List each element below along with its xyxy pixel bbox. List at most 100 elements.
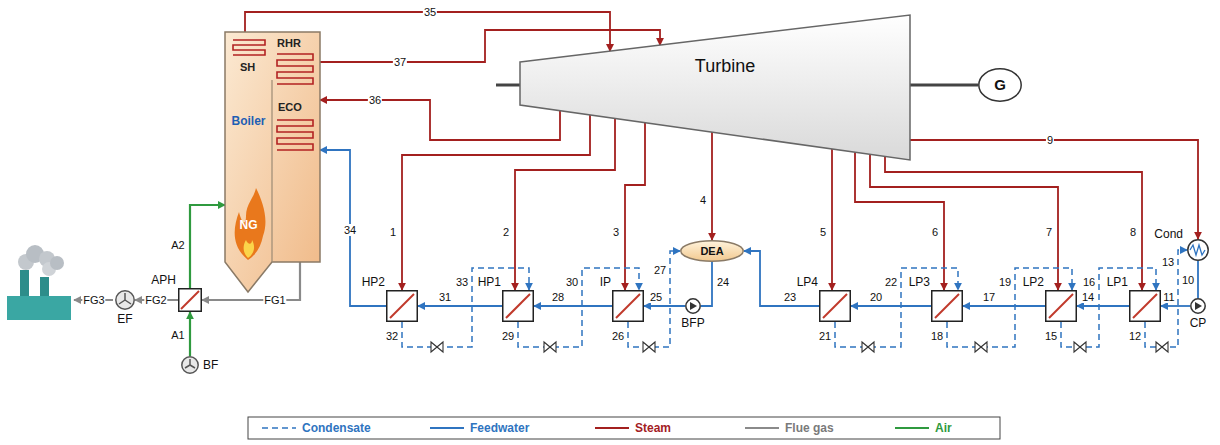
boiler-label: ECO <box>278 100 302 114</box>
stream-number: 37 <box>393 56 407 68</box>
heater-box: HP2 <box>386 290 418 322</box>
heater-box-shape <box>1045 290 1077 322</box>
valve-symbol <box>643 342 655 352</box>
boiler-label: SH <box>240 60 255 74</box>
legend-sample <box>262 427 296 429</box>
legend-box <box>248 417 1000 439</box>
condenser: Cond <box>1187 239 1209 261</box>
heater-box-label: IP <box>587 275 611 289</box>
air-preheater-label: APH <box>146 273 176 287</box>
stream-number: 24 <box>716 276 730 288</box>
condenser-detail <box>1190 245 1205 255</box>
pump-detail <box>690 302 697 310</box>
stream-number: 21 <box>818 330 832 342</box>
turbine-shape <box>520 15 910 160</box>
valve-symbol <box>975 342 987 352</box>
heater-box-label: LP4 <box>794 275 818 289</box>
turbine-outline <box>520 15 910 160</box>
boiler-label: Boiler <box>225 114 272 128</box>
heater-box-shape <box>502 290 534 322</box>
pump-shape <box>685 298 701 314</box>
air-preheater-shape <box>178 288 202 312</box>
boiler-detail <box>244 240 254 258</box>
stream-number: 30 <box>565 276 579 288</box>
feed-stream <box>644 305 685 307</box>
air-preheater-outline <box>179 289 202 312</box>
legend-sample <box>595 427 629 429</box>
steam-stream <box>625 123 645 290</box>
heater-box-detail <box>390 294 414 318</box>
heater-box-shape <box>819 290 851 322</box>
stream-number: 32 <box>385 330 399 342</box>
heater-box-detail <box>935 294 959 318</box>
steam-stream <box>515 118 615 290</box>
heater-box-detail <box>506 294 530 318</box>
steam-stream <box>711 132 713 240</box>
stream-number: A2 <box>170 239 185 251</box>
stream-number: 6 <box>931 226 939 238</box>
stream-number: 1 <box>389 226 397 238</box>
heater-box-detail <box>616 294 640 318</box>
stream-number: 36 <box>368 94 382 106</box>
boiler-detail <box>277 54 313 84</box>
condenser-detail <box>1190 245 1205 255</box>
heater-box-outline <box>932 291 963 322</box>
valve-symbol <box>544 342 556 352</box>
valve-symbol <box>862 342 874 352</box>
heater-box-detail <box>935 294 959 318</box>
feed-stream <box>1197 261 1199 298</box>
shaft <box>496 84 522 87</box>
stream-number: 26 <box>611 330 625 342</box>
heater-box-shape <box>931 290 963 322</box>
stream-number: 15 <box>1044 330 1058 342</box>
pump-label: BFP <box>677 316 709 330</box>
pump-outline <box>686 299 700 313</box>
stream-number: 13 <box>1161 256 1175 268</box>
heater-box-shape <box>1129 290 1161 322</box>
boiler-shape <box>225 32 320 292</box>
pump-detail <box>690 302 697 310</box>
pump-detail <box>1195 302 1202 310</box>
valve-symbol <box>1074 342 1086 352</box>
heater-box-detail <box>1133 294 1157 318</box>
heater-box-outline <box>613 291 644 322</box>
legend-text: Flue gas <box>785 421 834 435</box>
condenser-shape <box>1187 239 1209 261</box>
stream-number: 28 <box>551 291 565 303</box>
heater-box-shape <box>612 290 644 322</box>
pump-outline <box>1191 299 1205 313</box>
stream-number: 33 <box>455 276 469 288</box>
boiler-label: NG <box>225 218 272 232</box>
stream-number: 11 <box>1162 291 1175 303</box>
stack <box>20 270 29 298</box>
heater-box-shape <box>386 290 418 322</box>
fan: BF <box>181 356 199 374</box>
fan-outline <box>182 357 198 373</box>
heater-box-detail <box>1049 294 1073 318</box>
legend-sample <box>745 427 779 429</box>
heater-box-outline <box>387 291 418 322</box>
stack <box>40 277 49 298</box>
fan-outline <box>116 291 134 309</box>
legend-sample <box>430 427 464 429</box>
feed-stream <box>1077 305 1129 307</box>
stream-number: 34 <box>343 224 357 236</box>
steam-stream <box>402 115 590 290</box>
air-stream <box>190 205 225 288</box>
heater-box-detail <box>616 294 640 318</box>
stream-number: 20 <box>869 291 883 303</box>
air-stream <box>189 312 191 356</box>
air-preheater-detail <box>181 291 199 309</box>
valve-symbol <box>1156 342 1168 352</box>
air-preheater-detail <box>181 291 199 309</box>
boiler-detail <box>233 40 265 55</box>
feed-stream <box>701 262 712 306</box>
heater-box-label: HP2 <box>361 275 385 289</box>
pump-detail <box>1195 302 1202 310</box>
stream-number: 3 <box>612 226 620 238</box>
feed-stream <box>1161 305 1190 307</box>
stream-number: 8 <box>1129 226 1137 238</box>
steam-stream <box>910 140 1198 239</box>
stream-number: 5 <box>819 226 827 238</box>
